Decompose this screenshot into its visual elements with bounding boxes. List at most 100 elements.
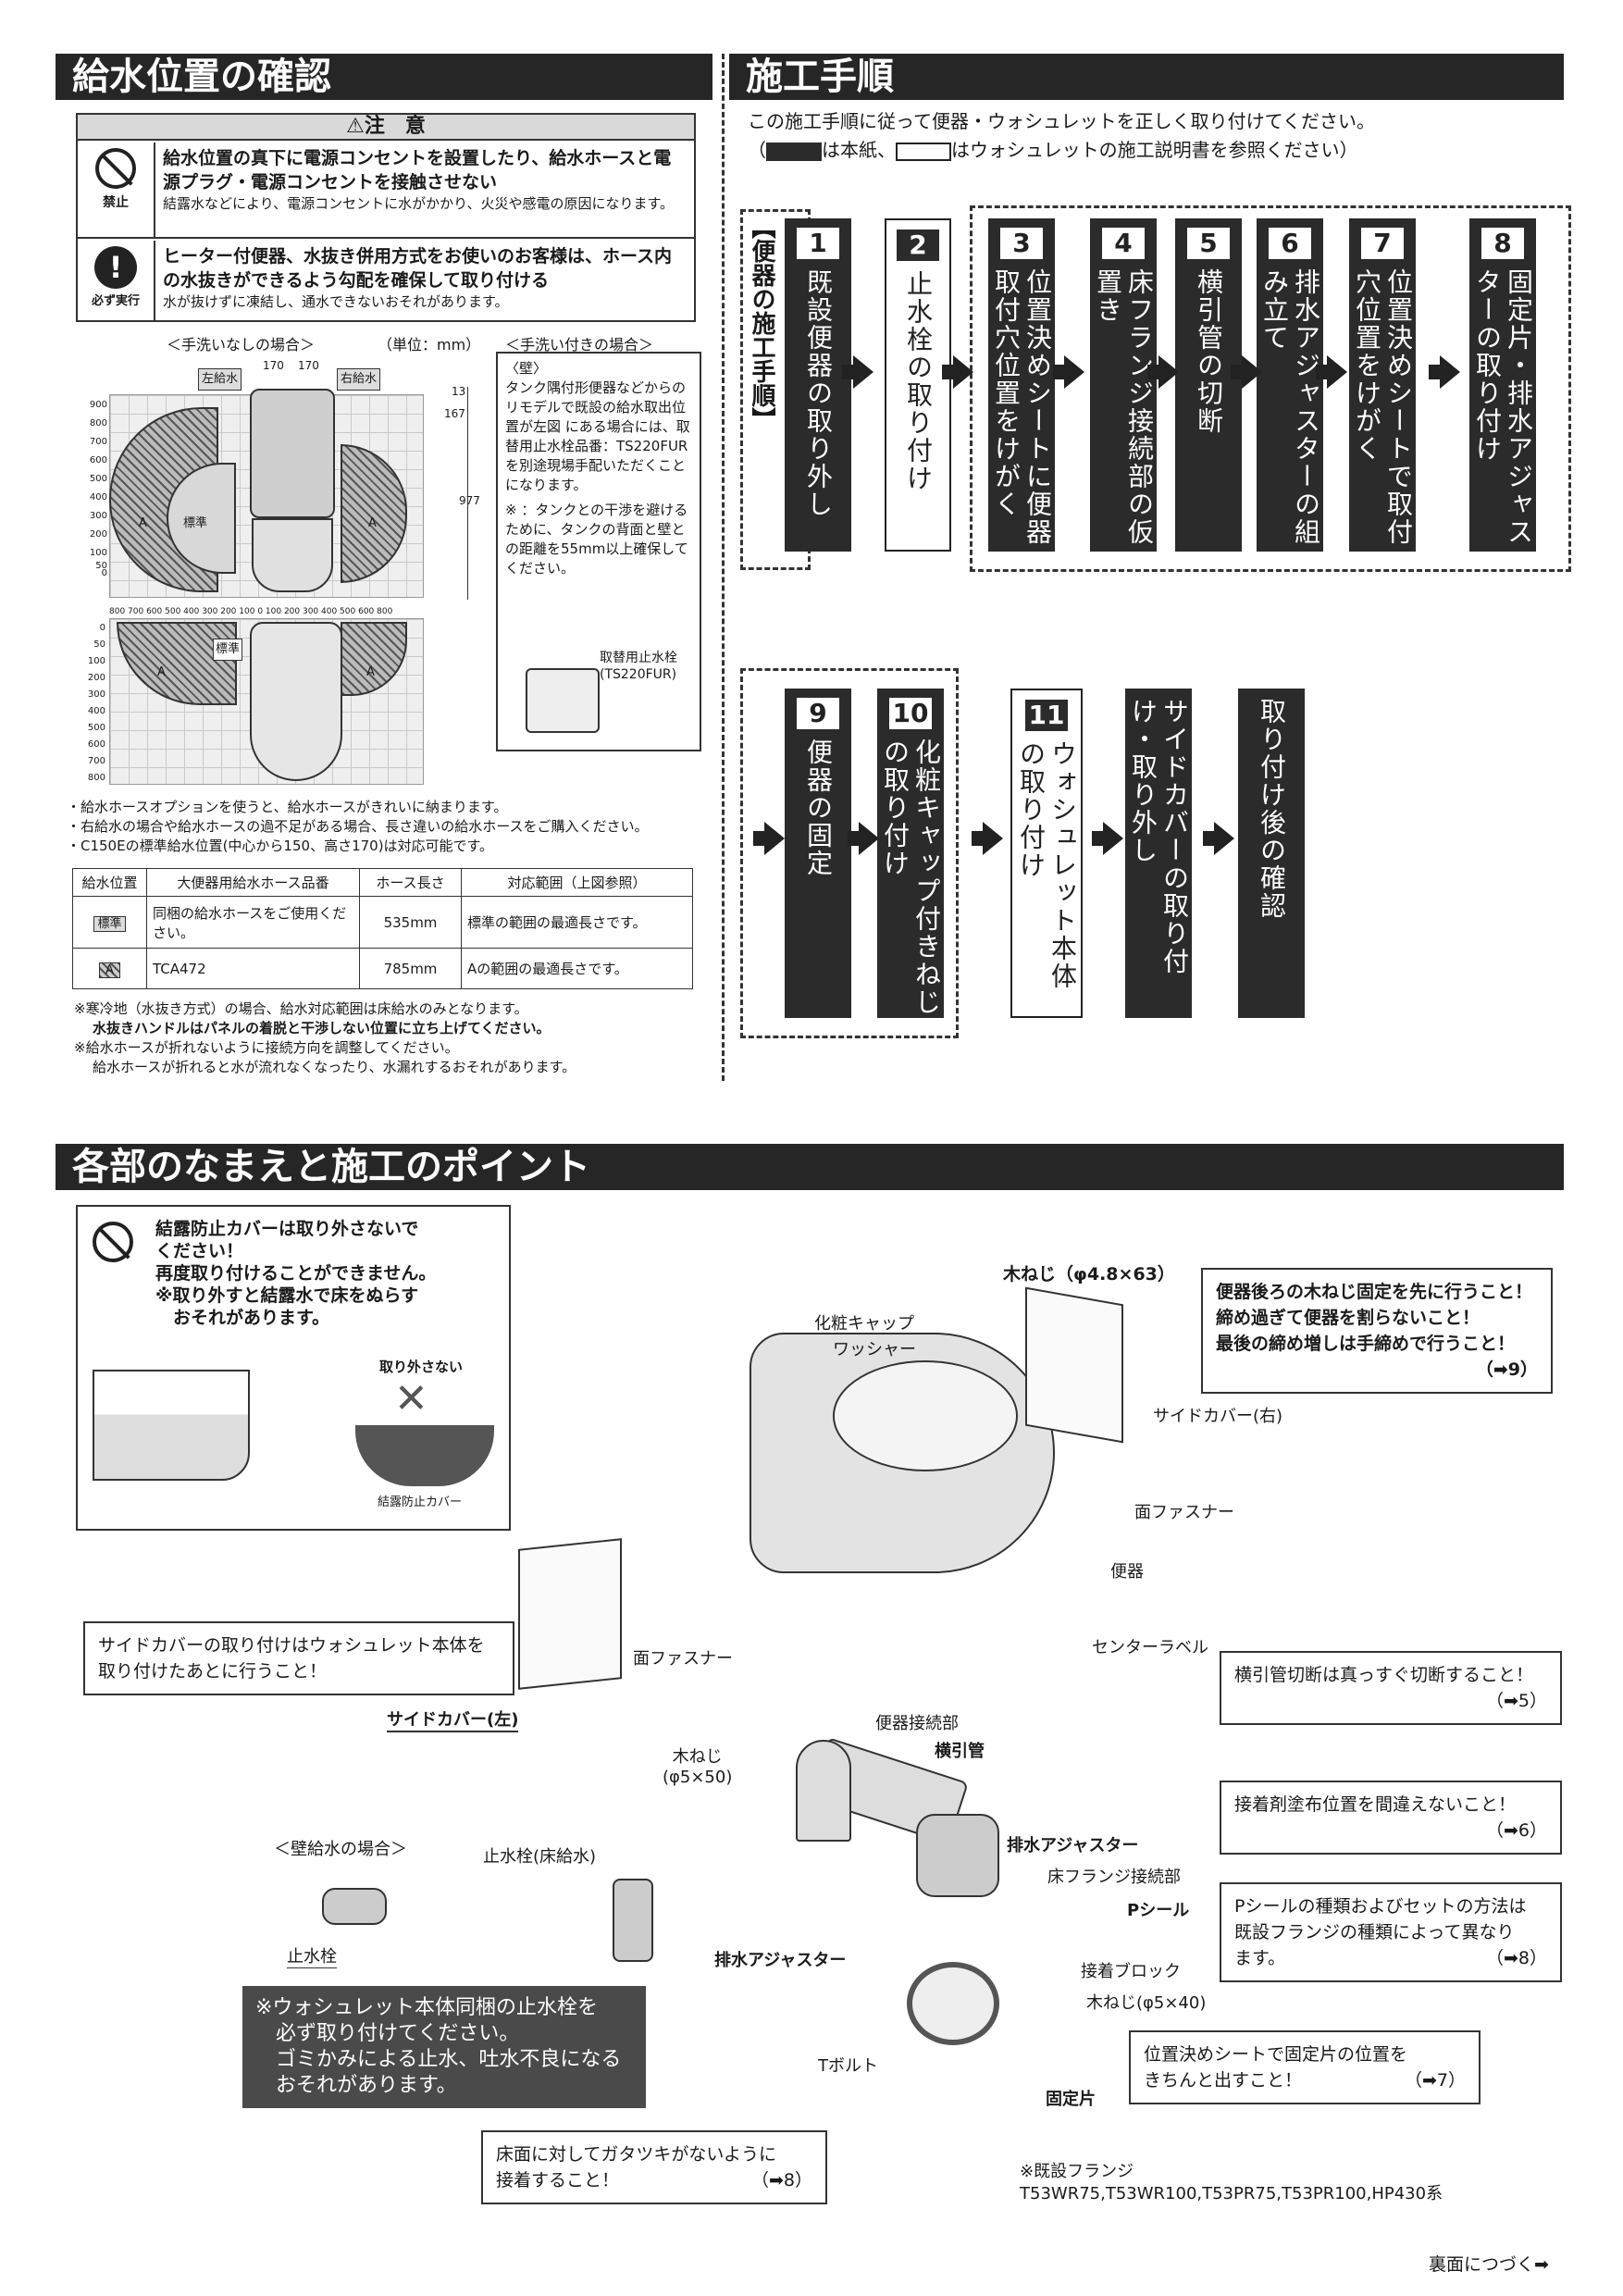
wall-note: ※ ：タンクとの干渉を避けるために、タンクの背面と壁との距離を55mm以上確保し… <box>505 502 688 577</box>
hose-table: 給水位置 大便器用給水ホース品番 ホース長さ 対応範囲（上図参照） 標準 同梱の… <box>72 868 693 989</box>
group-dash-b <box>970 205 1571 572</box>
dim-170b: 170 <box>298 359 319 372</box>
footer-continue: 裏面につづく➡ <box>1429 2254 1549 2275</box>
section-title-procedure: 施工手順 <box>729 54 1564 100</box>
dim-977: 977 <box>459 494 480 507</box>
note-side-cover: サイドカバーの取り付けはウォシュレット本体を取り付けたあとに行うこと！ <box>83 1621 514 1695</box>
bullet-item: ・C150Eの標準給水位置(中心から150、高さ170)は対応可能です。 <box>67 838 494 854</box>
label-wood-screw-top: 木ねじ（φ4.8×63） <box>1003 1264 1175 1285</box>
label-fixing-piece: 固定片 <box>1046 2090 1096 2109</box>
caution-title: ⚠注 意 <box>78 115 694 141</box>
table-header: 給水位置 <box>72 868 147 897</box>
table-cell: 標準の範囲の最適長さです。 <box>461 896 693 949</box>
label-drain-adjuster: 排水アジャスター <box>1007 1836 1139 1855</box>
label-a-right-2: A <box>366 665 375 679</box>
valve-label: 取替用止水栓 (TS220FUR) <box>600 651 677 682</box>
valve-drawing <box>526 668 600 733</box>
cover-label: 結露防止カバー <box>378 1496 463 1509</box>
footnotes: ※寒冷地（水抜き方式）の場合、給水対応範囲は床給水のみとなります。 水抜きハンド… <box>74 999 712 1077</box>
footnote: ※寒冷地（水抜き方式）の場合、給水対応範囲は床給水のみとなります。 <box>74 1000 528 1017</box>
arrow-right-icon <box>942 355 973 389</box>
table-cell: 785mm <box>359 948 462 989</box>
prohibit-icon <box>95 148 136 189</box>
note-fixing-position: 位置決めシートで固定片の位置をきちんと出すこと！（➡7） <box>1129 2030 1481 2104</box>
label-toilet-joint: 便器接続部 <box>875 1714 959 1733</box>
arrow-right-icon <box>753 822 785 855</box>
bowl-top-view <box>250 622 342 781</box>
table-cell: 535mm <box>359 896 462 949</box>
label-adhesive-block: 接着ブロック <box>1081 1962 1181 1981</box>
arrow-right-icon <box>1316 355 1347 389</box>
footnote: ※給水ホースが折れないように接続方向を調整してください。 <box>74 1039 459 1056</box>
prohibit-label: 禁止 <box>103 195 129 210</box>
section-title-supply: 給水位置の確認 <box>56 54 712 100</box>
label-wood-screw-small: 木ねじ(φ5×40) <box>1086 1993 1207 2013</box>
label-floor-flange-joint: 床フランジ接続部 <box>1047 1868 1181 1887</box>
label-side-cover-right: サイドカバー(右) <box>1153 1407 1283 1426</box>
label-left-supply: 左給水 <box>198 368 242 391</box>
wall-title: 〈壁〉 <box>505 360 548 377</box>
floor-valve-drawing <box>613 1879 653 1962</box>
label-fastener-1: 面ファスナー <box>1134 1503 1234 1522</box>
diagram-right-caption: ＜手洗い付きの場合＞ <box>505 336 654 354</box>
table-header: 対応範囲（上図参照） <box>461 868 693 897</box>
dim-line <box>467 387 468 600</box>
table-cell: 標準 <box>93 916 126 932</box>
label-flange-models: T53WR75,T53WR100,T53PR75,T53PR100,HP430系 <box>1020 2184 1443 2203</box>
label-a-right: A <box>368 516 377 530</box>
label-right-supply: 右給水 <box>337 368 381 391</box>
bullet-item: ・右給水の場合や給水ホースの過不足がある場合、長さ違いの給水ホースをご購入くださ… <box>67 818 649 835</box>
table-row: 標準 同梱の給水ホースをご使用ください。 535mm 標準の範囲の最適長さです。 <box>72 896 693 949</box>
label-fastener-2: 面ファスナー <box>633 1649 733 1669</box>
prohibit-bold: 給水位置の真下に電源コンセントを設置したり、給水ホースと電源プラグ・電源コンセン… <box>163 148 672 192</box>
procedure-intro-2: （は本紙、はウォシュレットの施工説明書を参照ください） <box>748 139 1358 161</box>
table-row: A TCA472 785mm Aの範囲の最適長さです。 <box>72 948 693 989</box>
bullet-list: ・給水ホースオプションを使うと、給水ホースがきれいに納まります。 ・右給水の場合… <box>67 798 649 856</box>
label-horizontal-pipe: 横引管 <box>935 1742 985 1761</box>
bowl-shape <box>252 518 333 592</box>
caution-must: !必ず実行 ヒーター付便器、水抜き併用方式をお使いのお客様は、ホース内の水抜きが… <box>78 241 694 320</box>
label-existing-flange: ※既設フランジ <box>1020 2162 1134 2181</box>
flange-ring-drawing <box>907 1962 999 2045</box>
tank-shape <box>250 389 335 518</box>
prohibit-icon <box>93 1222 133 1262</box>
label-wall-supply-case: ＜壁給水の場合＞ <box>274 1840 407 1859</box>
wall-valve-drawing <box>322 1888 387 1925</box>
table-header: ホース長さ <box>359 868 462 897</box>
side-cover-left-drawing <box>518 1538 622 1690</box>
note-adhesive: 接着剤塗布位置を間違えないこと！（➡6） <box>1220 1781 1562 1855</box>
label-wood-screw-mid: 木ねじ (φ5×50) <box>663 1747 733 1787</box>
section-title-parts: 各部のなまえと施工のポイント <box>56 1144 1564 1190</box>
must-small: 水が抜けずに凍結し、通水できないおそれがあります。 <box>163 293 509 310</box>
label-stop-valve-floor: 止水栓(床給水) <box>483 1847 597 1867</box>
table-cell: 同梱の給水ホースをご使用ください。 <box>146 896 360 949</box>
table-header: 大便器用給水ホース品番 <box>146 868 360 897</box>
group-dash-c <box>740 668 959 1038</box>
note-pipe-cut: 横引管切断は真っすぐ切断すること！（➡5） <box>1220 1651 1562 1725</box>
diagram-left-caption: ＜手洗いなしの場合＞ <box>167 336 316 354</box>
footnote: 給水ホースが折れると水が流れなくなったり、水漏れするおそれがあります。 <box>93 1059 576 1075</box>
note-screw-order: 便器後ろの木ねじ固定を先に行うこと！締め過ぎて便器を割らないこと！最後の締め増し… <box>1201 1268 1553 1394</box>
column-divider <box>722 54 725 1081</box>
table-cell: Aの範囲の最適長さです。 <box>461 948 693 989</box>
warning-box: 結露防止カバーは取り外さないでください！再度取り付けることができません。※取り外… <box>76 1205 511 1531</box>
arrow-right-icon <box>842 355 873 389</box>
note-floor-adhesion: 床面に対してガタツキがないように接着すること！（➡8） <box>481 2130 827 2204</box>
diagram-unit: （単位：mm） <box>378 336 481 354</box>
arrow-right-icon <box>1092 822 1123 855</box>
note-stop-valve-dark: ※ウォシュレット本体同梱の止水栓を 必ず取り付けてください。 ゴミかみによる止水… <box>242 1986 646 2108</box>
side-cover-right-drawing <box>1025 1286 1123 1444</box>
procedure-intro: この施工手順に従って便器・ウォシュレットを正しく取り付けてください。 <box>748 110 1375 132</box>
prohibit-small: 結露水などにより、電源コンセントに水がかかり、火災や感電の原因になります。 <box>163 195 675 212</box>
step-final-check: 取り付け後の確認 <box>1238 689 1305 1018</box>
label-standard-2: 標準 <box>213 639 243 661</box>
